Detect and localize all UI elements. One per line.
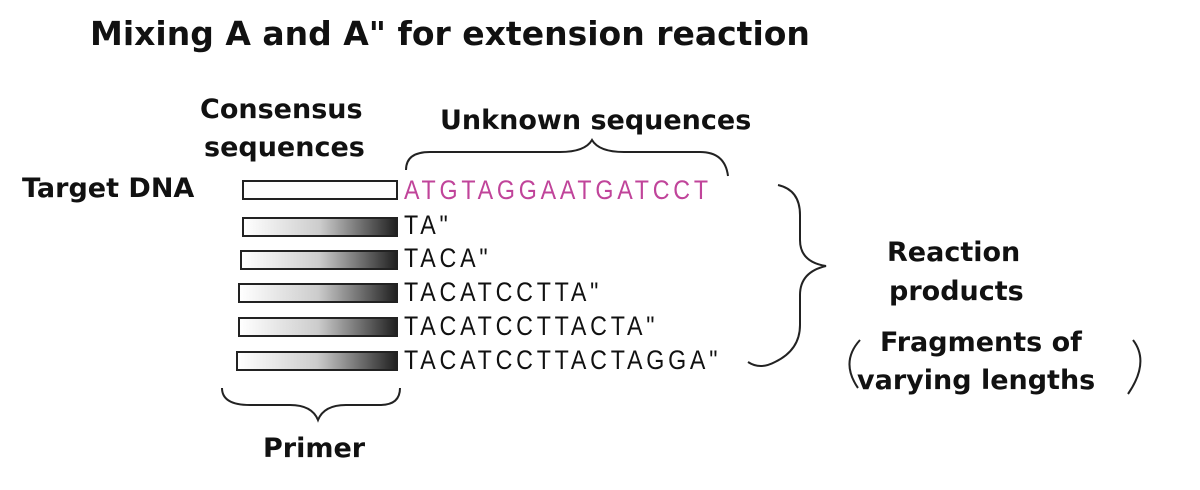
fragments-label-1: Fragments of	[880, 327, 1082, 358]
diagram-title: Mixing A and A" for extension reaction	[90, 14, 810, 53]
product-sequence: TACA"	[404, 243, 492, 273]
primer-box	[238, 283, 398, 303]
target-dna-box	[242, 180, 398, 200]
target-dna-label: Target DNA	[22, 173, 195, 204]
left-paren	[848, 339, 861, 389]
primer-box	[236, 351, 398, 371]
reaction-label-2: products	[889, 276, 1024, 307]
fragments-label-2: varying lengths	[857, 365, 1096, 396]
product-sequence: TACATCCTTA"	[404, 277, 603, 307]
consensus-label-1: Consensus	[200, 94, 363, 125]
primer-box	[242, 217, 398, 237]
product-sequence: TACATCCTTACTA"	[404, 311, 659, 341]
unknown-brace	[405, 138, 729, 177]
reaction-label-1: Reaction	[887, 237, 1021, 268]
primer-box	[238, 317, 398, 337]
target-sequence: ATGTAGGAATGATCCT	[404, 175, 712, 205]
reaction-brace	[747, 184, 827, 367]
consensus-label-2: sequences	[204, 132, 365, 163]
product-sequence: TA"	[404, 210, 452, 240]
product-sequence: TACATCCTTACTAGGA"	[404, 345, 722, 375]
primer-label: Primer	[263, 433, 366, 464]
right-paren	[1127, 339, 1142, 395]
primer-box	[240, 250, 398, 270]
primer-brace	[221, 387, 401, 423]
unknown-sequences-label: Unknown sequences	[440, 105, 752, 136]
